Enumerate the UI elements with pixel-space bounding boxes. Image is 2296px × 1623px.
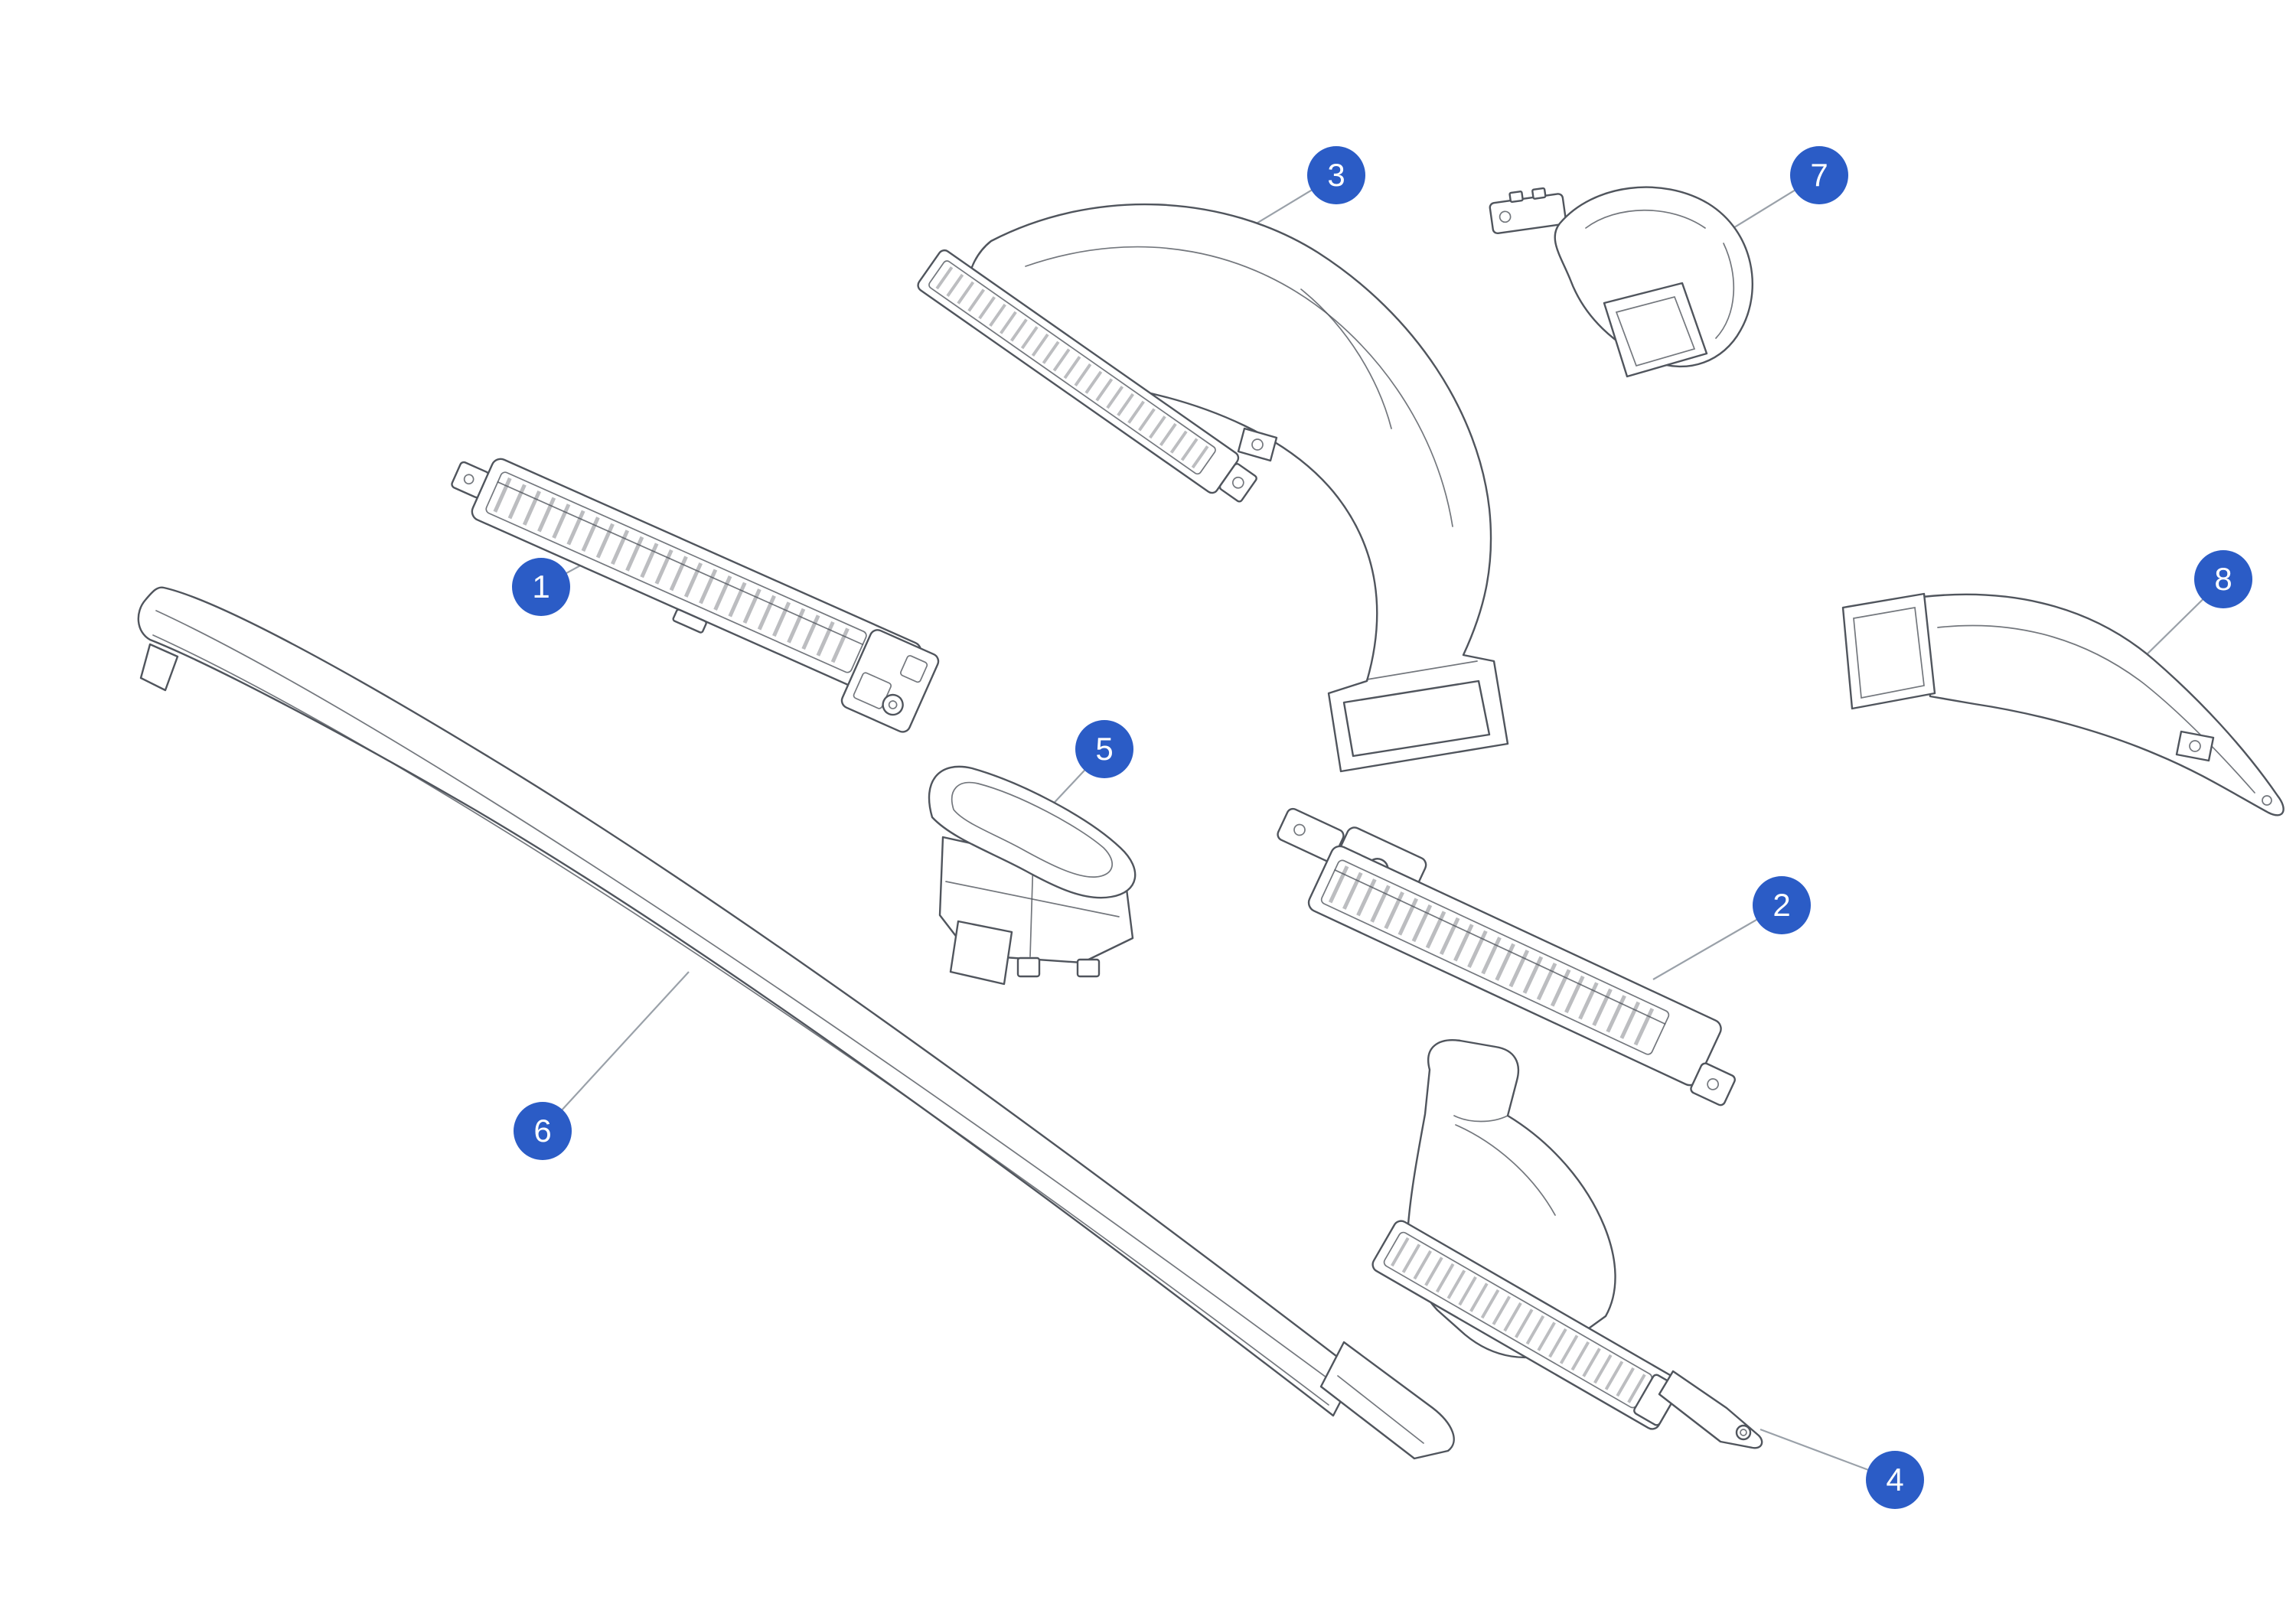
housing-outlet [949,920,1013,986]
mounting-bracket [1658,1370,1763,1449]
part-7-upper-outlet-duct [1489,186,1753,378]
callout-number: 1 [532,569,550,605]
callout-badge-1[interactable]: 1 [512,558,570,616]
callout-badge-6[interactable]: 6 [514,1102,572,1160]
callout-number: 6 [533,1113,552,1149]
callout-number: 5 [1095,731,1114,767]
part-1-lh-dash-vent [451,458,940,733]
callout-badge-3[interactable]: 3 [1307,146,1365,204]
housing-loop [928,765,1137,899]
duct-outlet-opening [1342,680,1491,758]
callout-badge-4[interactable]: 4 [1866,1451,1924,1509]
part-4-side-window-demist-duct [1371,1039,1763,1449]
vent-actuator-box [840,629,940,733]
part-8-lateral-duct [1841,592,2285,816]
callout-badge-7[interactable]: 7 [1790,146,1848,204]
leader-line-6 [542,971,690,1132]
callout-number: 3 [1327,157,1345,193]
vent-grille-slats [1328,865,1665,1051]
callout-badge-8[interactable]: 8 [2194,550,2252,608]
callout-badge-2[interactable]: 2 [1753,876,1811,934]
callout-number: 7 [1810,157,1828,193]
part-3-center-defrost-duct [917,203,1509,773]
callout-number: 2 [1773,887,1791,923]
callout-number: 8 [2214,561,2232,597]
part-2-rh-dash-vent [1277,807,1736,1106]
duct-flange [1489,193,1567,235]
trim-panel-end-cap [1319,1341,1455,1460]
part-6-dash-trim-panel [137,586,1455,1460]
callout-badge-5[interactable]: 5 [1075,720,1133,778]
part-5-console-vent-housing [928,765,1137,986]
callout-number: 4 [1886,1462,1904,1498]
duct-inlet-opening [1841,592,1936,710]
defrost-grille-slats [935,266,1215,473]
demist-grille-slats [1391,1237,1652,1407]
